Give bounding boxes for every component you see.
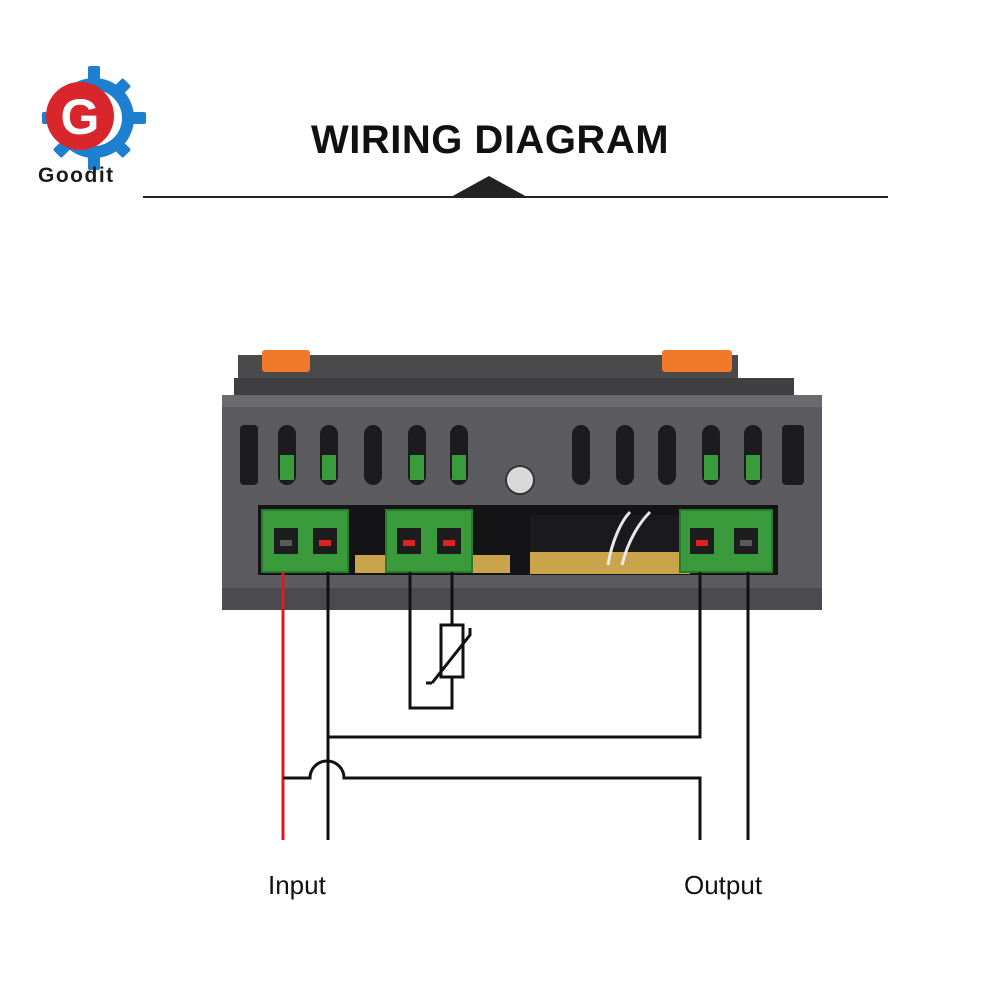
neutral-to-output-wire: [328, 572, 702, 739]
vent-green-insets: [280, 455, 760, 480]
mount-clip-left: [262, 350, 310, 372]
logo-letter: G: [61, 89, 100, 145]
goodit-logo: G: [42, 66, 146, 170]
header-notch: [449, 176, 529, 198]
controller-housing: [222, 350, 822, 610]
wires: [281, 572, 750, 840]
housing-body: [222, 395, 822, 610]
screw-icon: [505, 465, 535, 495]
red-circle: [46, 82, 114, 150]
terminal-block-power: [261, 509, 349, 573]
input-label: Input: [268, 870, 326, 900]
mount-clip-right: [662, 350, 732, 372]
terminal-block-sensor: [385, 509, 473, 573]
terminal-block-relay: [679, 509, 773, 573]
live-to-output-wire: [283, 759, 702, 840]
thermistor-symbol: [426, 623, 472, 685]
page-title: WIRING DIAGRAM: [310, 118, 670, 162]
output-label: Output: [684, 870, 763, 900]
brand-name: Goodit: [38, 164, 115, 187]
